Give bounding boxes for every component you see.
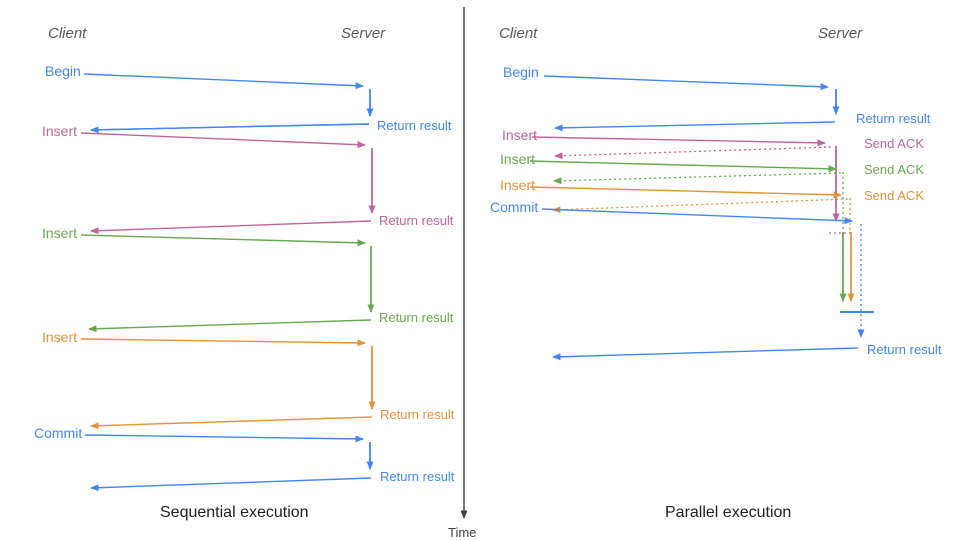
par-begin-request-line [543,75,829,91]
seq-insert2-result-label: Return result [379,310,454,325]
par-commit-request-line [541,208,853,225]
seq-insert2-request-line [80,234,366,247]
seq-client-header: Client [48,25,87,42]
par-insert3-ack-line [552,198,849,214]
par-insert1-label: Insert [502,127,538,143]
seq-commit-request-line [84,434,364,443]
seq-begin-result-label: Return result [377,118,452,133]
time-axis-label: Time [448,525,477,540]
seq-begin-request-line [83,73,364,90]
seq-insert3-request-line [80,338,366,347]
par-caption: Parallel execution [665,504,792,521]
seq-insert1-return-line [90,220,372,235]
par-commit-label: Commit [490,199,539,215]
seq-commit-label: Commit [34,425,83,441]
seq-commit-return-line [90,477,372,492]
par-insert1-request-line [531,136,826,147]
par-insert3-label: Insert [500,177,536,193]
seq-begin-label: Begin [45,63,81,79]
sequential-panel-lines [80,73,376,492]
seq-insert1-label: Insert [42,123,78,139]
par-begin-label: Begin [503,64,539,80]
seq-caption: Sequential execution [160,504,309,521]
seq-begin-return-line [90,123,370,134]
par-begin-return-line [554,121,836,132]
seq-insert2-return-line [88,319,372,333]
seq-insert2-label: Insert [42,225,78,241]
seq-insert3-result-label: Return result [380,407,455,422]
parallel-panel-lines [529,75,874,361]
seq-insert1-result-label: Return result [379,213,454,228]
par-insert1-ack-line [554,146,832,160]
seq-insert3-label: Insert [42,329,78,345]
par-insert1-ack-label: Send ACK [864,136,924,151]
seq-insert3-return-line [90,416,373,430]
par-insert2-ack-line [553,172,842,185]
seq-insert1-request-line [80,132,366,149]
par-commit-return-line [552,347,859,361]
par-client-header: Client [499,25,538,42]
par-insert2-ack-label: Send ACK [864,162,924,177]
par-server-header: Server [818,25,863,42]
par-insert2-request-line [529,160,837,173]
par-commit-result-label: Return result [867,342,942,357]
par-insert2-label: Insert [500,151,536,167]
par-begin-result-label: Return result [856,111,931,126]
seq-server-header: Server [341,25,386,42]
par-insert3-ack-label: Send ACK [864,188,924,203]
seq-commit-result-label: Return result [380,469,455,484]
par-insert3-request-line [529,186,842,199]
